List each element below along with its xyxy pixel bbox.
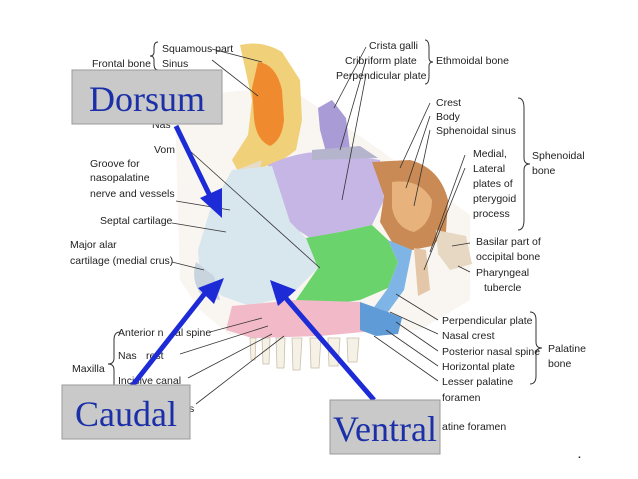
label-major-alar-line2: cartilage (medial crus): [70, 255, 173, 267]
frontal-sinus-shape: [252, 62, 284, 146]
dot-mark: .: [578, 449, 581, 461]
ethmoid-perpendicular-plate: [268, 151, 384, 238]
pterygoid-plates-shape: [414, 248, 430, 296]
dorsum-box: [71, 69, 223, 125]
label-perpendicular-plate-palatine: Perpendicular plate: [442, 315, 533, 327]
frontal-brace: [149, 41, 159, 71]
ventral-label: Ventral: [333, 409, 437, 449]
ventral-box: [329, 399, 441, 455]
label-nasal-crest-palatine: Nasal crest: [442, 330, 495, 342]
label-squamous-part: Squamous part: [162, 43, 233, 55]
label-groove-line2: nasopalatine: [90, 172, 150, 184]
label-pharyngeal-line2: tubercle: [484, 282, 522, 294]
label-sinus: Sinus: [162, 58, 188, 70]
basilar-occipital-shape: [436, 230, 472, 270]
label-greater-palatine-fragment: atine foramen: [442, 421, 506, 433]
label-horizontal-plate: Horizontal plate: [442, 361, 515, 373]
dorsum-arrow: [173, 124, 213, 198]
label-foramen: foramen: [442, 392, 481, 404]
label-crista-galli: Crista galli: [369, 40, 418, 52]
dorsum-arrowhead: [200, 188, 222, 218]
label-groove-line3: nerve and vessels: [90, 188, 175, 200]
label-cribriform-plate: Cribriform plate: [345, 55, 417, 67]
anatomy-illustration: [175, 43, 472, 371]
label-crest: Crest: [436, 97, 461, 109]
label-ethmoidal-bone: Ethmoidal bone: [436, 55, 509, 67]
cribriform-plate-shape: [312, 146, 378, 160]
label-posterior-nasal-spine: Posterior nasal spine: [442, 346, 540, 358]
label-groove-line1: Groove for: [90, 158, 140, 170]
label-anterior-nasal-spine-a: Anterior n: [118, 327, 164, 339]
sphenoid-brace: [517, 97, 531, 231]
dorsum-label: Dorsum: [89, 79, 205, 119]
label-sphenoidal-sinus: Sphenoidal sinus: [436, 125, 516, 137]
label-vomer-fragment: Vom: [154, 144, 175, 156]
ventral-arrow: [282, 294, 376, 402]
label-pharyngeal-line1: Pharyngeal: [476, 267, 529, 279]
leader-lines: [171, 46, 471, 405]
label-major-alar-line1: Major alar: [70, 239, 117, 251]
label-palatine-bone-line1: Palatine: [548, 343, 586, 355]
braces: [107, 39, 543, 397]
septal-cartilage-shape: [198, 166, 318, 306]
arrows: [130, 124, 376, 402]
label-palatine-bone-line2: bone: [548, 358, 572, 370]
label-basilar-line1: Basilar part of: [476, 236, 541, 248]
label-medial: Medial,: [473, 148, 507, 160]
label-anterior-nasal-spine-b: al spine: [175, 327, 211, 339]
label-lesser-palatine: Lesser palatine: [442, 376, 513, 388]
label-nasal-crest-maxilla-a: Nas: [118, 350, 137, 362]
label-lateral: Lateral: [473, 163, 505, 175]
crista-galli-shape: [318, 100, 350, 152]
caudal-box: [61, 384, 191, 440]
ethmoid-brace: [424, 39, 434, 85]
label-palatine-fragment: s: [189, 403, 194, 415]
label-maxilla: Maxilla: [72, 363, 105, 375]
label-pterygoid: pterygoid: [473, 193, 516, 205]
caudal-arrowhead: [198, 278, 224, 304]
ventral-arrowhead: [270, 280, 296, 306]
horizontal-plate-shape: [360, 302, 402, 336]
caudal-label: Caudal: [75, 394, 177, 434]
label-process: process: [473, 208, 510, 220]
teeth-row: [249, 337, 360, 371]
label-body: Body: [436, 111, 461, 123]
label-septal-cartilage: Septal cartilage: [100, 215, 173, 227]
label-sphenoidal-bone-line1: Sphenoidal: [532, 150, 585, 162]
vomer-shape: [296, 225, 398, 306]
labels: Squamous part Frontal bone Sinus Crista …: [70, 40, 586, 461]
palatine-perpendicular-shape: [372, 240, 412, 312]
label-perpendicular-plate-ethmoid: Perpendicular plate: [336, 70, 427, 82]
overlay-dorsum: Dorsum: [71, 69, 223, 125]
sphenoidal-sinus-shape: [392, 181, 432, 232]
caudal-arrow: [130, 290, 208, 388]
palatine-brace: [529, 311, 543, 385]
label-plates-of: plates of: [473, 178, 513, 190]
label-basilar-line2: occipital bone: [476, 251, 540, 263]
label-frontal-bone: Frontal bone: [92, 58, 151, 70]
overlay-caudal: Caudal: [61, 384, 191, 440]
overlay-ventral: Ventral: [329, 399, 441, 455]
label-sphenoidal-bone-line2: bone: [532, 165, 556, 177]
